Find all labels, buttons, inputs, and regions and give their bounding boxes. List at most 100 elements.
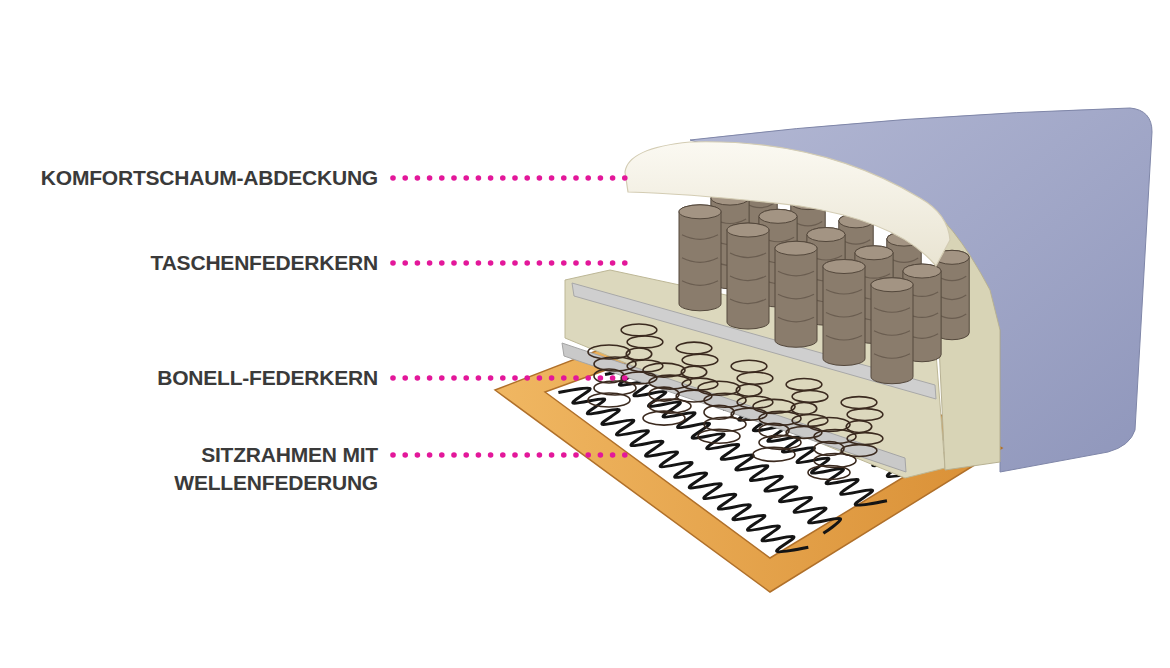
pocket-seam [938,314,966,319]
leader-dot [537,175,543,181]
leader-dot [390,175,396,181]
leader-dot [500,452,506,458]
pocket-seam [826,336,862,341]
leader-dot [439,260,445,266]
leader-dot [610,452,616,458]
pocket-seam [778,271,814,276]
bonell-coil [731,360,773,420]
leader-dot [512,452,518,458]
bonell-coil [588,345,636,407]
part-label: KOMFORTSCHAUM-ABDECKUNG [41,164,378,192]
leader-dot [610,375,616,381]
leader-dot [451,260,457,266]
leader-dot [390,452,396,458]
leader-dot [476,375,482,381]
pocket-seam [938,295,966,300]
leader-dot [561,452,567,458]
leader-dot [390,260,396,266]
coil-turn [698,381,740,395]
pocket-top [775,241,817,255]
pocket-body [727,223,769,329]
bonell-coil [698,381,746,443]
leader-dot [488,375,494,381]
leader-dot [598,260,604,266]
leader-dot [598,452,604,458]
leader-dot [427,375,433,381]
pocket-seam [874,354,910,359]
bonell-coil [643,363,691,425]
leader-dot [500,260,506,266]
pocket-spring [775,241,817,347]
leader-dot [415,175,421,181]
bonell-coil [786,378,828,438]
leader-lines [390,175,627,458]
leader-dot [402,175,408,181]
leader-dot [451,175,457,181]
leader-dot [439,175,445,181]
leader-dot [537,452,543,458]
pocket-seam [746,203,774,208]
leader-dot [524,175,530,181]
part-label: SITZRAHMEN MIT WELLENFEDERUNG [78,441,378,497]
leader-dot [549,175,555,181]
leader-dot [585,175,591,181]
leader-dot [561,175,567,181]
pocket-seam [826,290,862,295]
coil-turn [627,336,663,348]
coil-turn [643,363,685,377]
leader-dot [402,452,408,458]
leader-dot [402,375,408,381]
leader-dot [500,175,506,181]
coil-turn [676,342,712,354]
leader-dot [610,260,616,266]
pocket-seam [874,308,910,313]
leader-dot [488,452,494,458]
leader-dot [549,452,555,458]
bonell-coil [676,342,718,402]
coil-turn [786,378,822,390]
pocket-seam [874,331,910,336]
leader-dot [463,175,469,181]
leader-dot [537,260,543,266]
pocket-top [855,246,893,260]
leader-dot [622,260,628,266]
pocket-top [871,278,913,292]
pocket-seam [778,294,814,299]
leader-dot [573,375,579,381]
leader-dot [622,175,628,181]
pocket-seam [682,258,718,263]
leader-dot [512,260,518,266]
pocket-seam [682,235,718,240]
pocket-spring [871,278,913,384]
coil-turn [792,414,828,426]
leader-dot [622,375,628,381]
pocket-top [759,209,797,223]
pocket-spring [679,205,721,311]
leader-line [390,260,627,266]
leader-dot [476,260,482,266]
coil-turn [627,360,663,372]
coil-turn [847,409,883,421]
pocket-top [727,223,769,237]
leader-dot [463,375,469,381]
leader-dot [585,452,591,458]
leader-line [390,452,627,458]
pocket-seam [890,258,918,263]
leader-dot [610,175,616,181]
leader-dot [622,452,628,458]
bonell-coil [753,399,801,461]
leader-dot [561,375,567,381]
leader-dot [512,175,518,181]
pocket-body [775,241,817,347]
coil-turn [588,345,630,359]
pocket-top [807,228,845,242]
leader-dot [427,452,433,458]
leader-dot [573,260,579,266]
leader-dot [585,260,591,266]
leader-dot [463,452,469,458]
leader-dot [524,260,530,266]
leader-dot [390,375,396,381]
pocket-seam [730,276,766,281]
